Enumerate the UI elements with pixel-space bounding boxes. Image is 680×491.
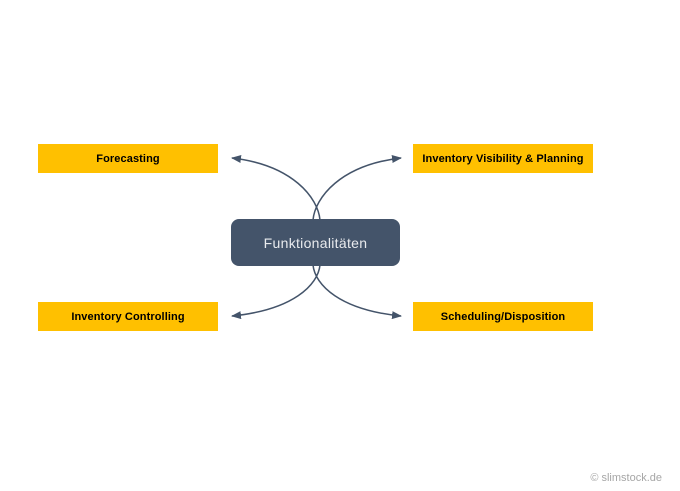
node-scheduling-disposition: Scheduling/Disposition <box>413 302 593 331</box>
node-center-funktionalitaeten: Funktionalitäten <box>231 219 400 266</box>
node-inventory-visibility-planning-label: Inventory Visibility & Planning <box>422 152 584 165</box>
node-inventory-controlling-label: Inventory Controlling <box>71 310 185 323</box>
node-forecasting-label: Forecasting <box>96 152 160 165</box>
node-center-label: Funktionalitäten <box>263 234 368 251</box>
node-inventory-controlling: Inventory Controlling <box>38 302 218 331</box>
node-forecasting: Forecasting <box>38 144 218 173</box>
arrow-center-to-inventory-controlling <box>231 264 321 320</box>
copyright-text: © slimstock.de <box>590 472 662 484</box>
node-scheduling-disposition-label: Scheduling/Disposition <box>440 310 566 323</box>
node-inventory-visibility-planning: Inventory Visibility & Planning <box>413 144 593 173</box>
arrow-center-to-inventory-visibility-planning <box>312 155 402 221</box>
arrow-center-to-forecasting <box>231 155 321 221</box>
arrow-center-to-scheduling-disposition <box>312 264 402 320</box>
